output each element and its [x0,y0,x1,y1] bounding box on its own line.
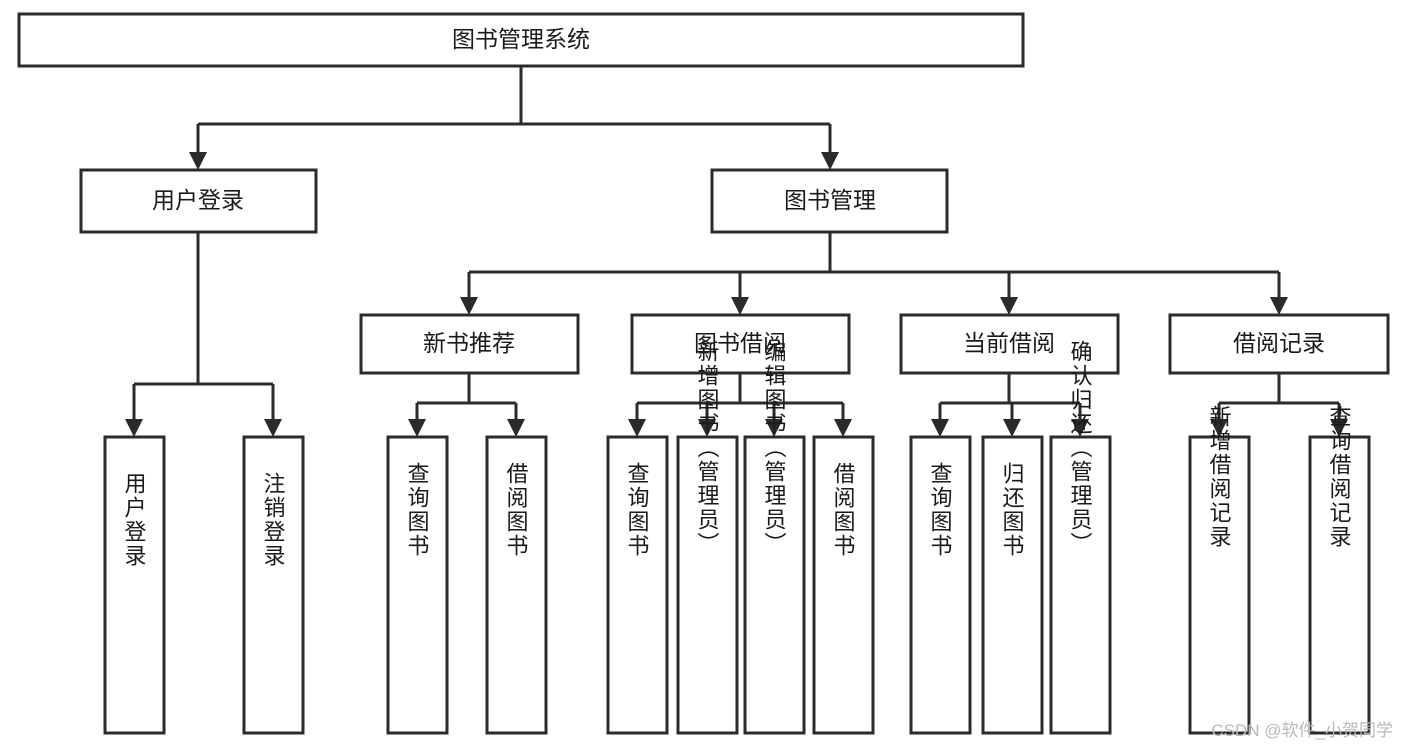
leaf-node-nbr-query-book[interactable]: 查询图书 [386,435,449,735]
leaf-node-logout-box[interactable] [242,435,305,735]
leaf-node-bb-query-book-label: 查询图书 [625,462,650,558]
leaf-node-user-login-label: 用户登录 [122,472,147,568]
node-user-login-box[interactable] [79,168,318,234]
leaf-node-bb-add-book-admin[interactable]: 新增图书（管理员） [676,340,739,735]
arrow-to-borrow-record [1270,297,1288,315]
leaf-node-nbr-query-book-label: 查询图书 [405,462,430,558]
leaf-node-cb-confirm-return-admin[interactable]: 确认归还（管理员） [1049,340,1112,735]
connector-group-borrow-record [1210,373,1348,437]
leaf-node-bb-query-book-box[interactable] [606,435,669,735]
arrow-root-to-book-mgmt [821,152,839,170]
node-book-borrowing-box[interactable] [630,313,851,375]
leaf-node-bb-edit-book-admin-box[interactable] [743,435,806,735]
arrow-bb-to-borrow-book [834,419,852,437]
leaf-node-br-query-record[interactable]: 查询借阅记录 [1308,405,1371,735]
arrow-cb-to-query-book [931,419,949,437]
connector-group-user-login [125,232,282,437]
leaf-node-bb-add-book-admin-box[interactable] [676,435,739,735]
leaf-node-cb-return-book-box[interactable] [981,435,1044,735]
arrow-to-current-borrow [1000,297,1018,315]
node-root-system[interactable]: 图书管理系统 [17,12,1025,68]
node-current-borrowing-label: 当前借阅 [963,330,1055,356]
leaf-node-nbr-query-book-box[interactable] [386,435,449,735]
csdn-watermark: CSDN @软件_小贺同学 [1211,721,1393,740]
node-current-borrowing[interactable]: 当前借阅 [899,313,1120,375]
arrow-bb-to-query-book [628,419,646,437]
arrow-to-leaf-logout [264,419,282,437]
node-borrowing-record-label: 借阅记录 [1233,330,1325,356]
node-new-book-recommend[interactable]: 新书推荐 [359,313,580,375]
leaf-node-bb-query-book[interactable]: 查询图书 [606,435,669,735]
arrow-nbr-to-borrow-book [507,419,525,437]
leaf-node-logout-label: 注销登录 [261,472,286,568]
leaf-node-bb-borrow-book-box[interactable] [812,435,875,735]
leaf-node-cb-query-book-box[interactable] [909,435,972,735]
leaf-node-br-query-record-box[interactable] [1308,435,1371,735]
leaf-node-cb-return-book[interactable]: 归还图书 [981,435,1044,735]
connector-group-current-borrow [931,373,1089,437]
node-user-login-label: 用户登录 [152,187,244,213]
node-book-borrowing[interactable]: 图书借阅 [630,313,851,375]
leaf-node-logout[interactable]: 注销登录 [242,435,305,735]
connector-group-book-mgmt [460,232,1288,315]
node-book-management-box[interactable] [710,168,949,234]
node-current-borrowing-box[interactable] [899,313,1120,375]
leaf-node-bb-borrow-book[interactable]: 借阅图书 [812,435,875,735]
arrow-nbr-to-query-book [408,419,426,437]
arrow-to-leaf-user-login [125,419,143,437]
leaf-node-bb-edit-book-admin[interactable]: 编辑图书（管理员） [743,340,806,735]
leaf-node-cb-return-book-label: 归还图书 [1000,462,1025,558]
node-book-management-label: 图书管理 [784,187,876,213]
leaf-node-br-add-record-label: 新增借阅记录 [1207,405,1232,549]
leaf-node-br-add-record-box[interactable] [1188,435,1251,735]
leaf-node-bb-add-book-admin-label: 新增图书（管理员） [695,340,720,556]
node-borrowing-record-box[interactable] [1168,313,1390,375]
arrow-cb-to-return-book [1003,419,1021,437]
leaf-node-cb-confirm-return-admin-box[interactable] [1049,435,1112,735]
connector-group-book-borrow [628,373,852,437]
leaf-node-nbr-borrow-book-box[interactable] [485,435,548,735]
leaf-node-cb-query-book[interactable]: 查询图书 [909,435,972,735]
node-new-book-recommend-label: 新书推荐 [423,330,515,356]
arrow-to-new-book-rec [460,297,478,315]
leaf-node-nbr-borrow-book-label: 借阅图书 [504,462,529,558]
leaf-node-cb-confirm-return-admin-label: 确认归还（管理员） [1068,340,1093,556]
leaf-node-nbr-borrow-book[interactable]: 借阅图书 [485,435,548,735]
arrow-to-book-borrow [731,297,749,315]
node-borrowing-record[interactable]: 借阅记录 [1168,313,1390,375]
node-root-system-label: 图书管理系统 [452,26,590,52]
leaf-node-user-login[interactable]: 用户登录 [103,435,166,735]
leaf-node-bb-borrow-book-label: 借阅图书 [831,462,856,558]
node-book-borrowing-label: 图书借阅 [694,330,786,356]
node-new-book-recommend-box[interactable] [359,313,580,375]
leaf-node-br-add-record[interactable]: 新增借阅记录 [1188,405,1251,735]
leaf-node-br-query-record-label: 查询借阅记录 [1327,405,1352,549]
connector-group-new-book-rec [408,373,525,437]
leaf-node-user-login-box[interactable] [103,435,166,735]
leaf-node-cb-query-book-label: 查询图书 [928,462,953,558]
connector-group-root [189,66,839,170]
node-root-system-box[interactable] [17,12,1025,68]
node-book-management[interactable]: 图书管理 [710,168,949,234]
leaf-node-bb-edit-book-admin-label: 编辑图书（管理员） [762,340,787,556]
node-user-login[interactable]: 用户登录 [79,168,318,234]
arrow-root-to-user-login [189,152,207,170]
